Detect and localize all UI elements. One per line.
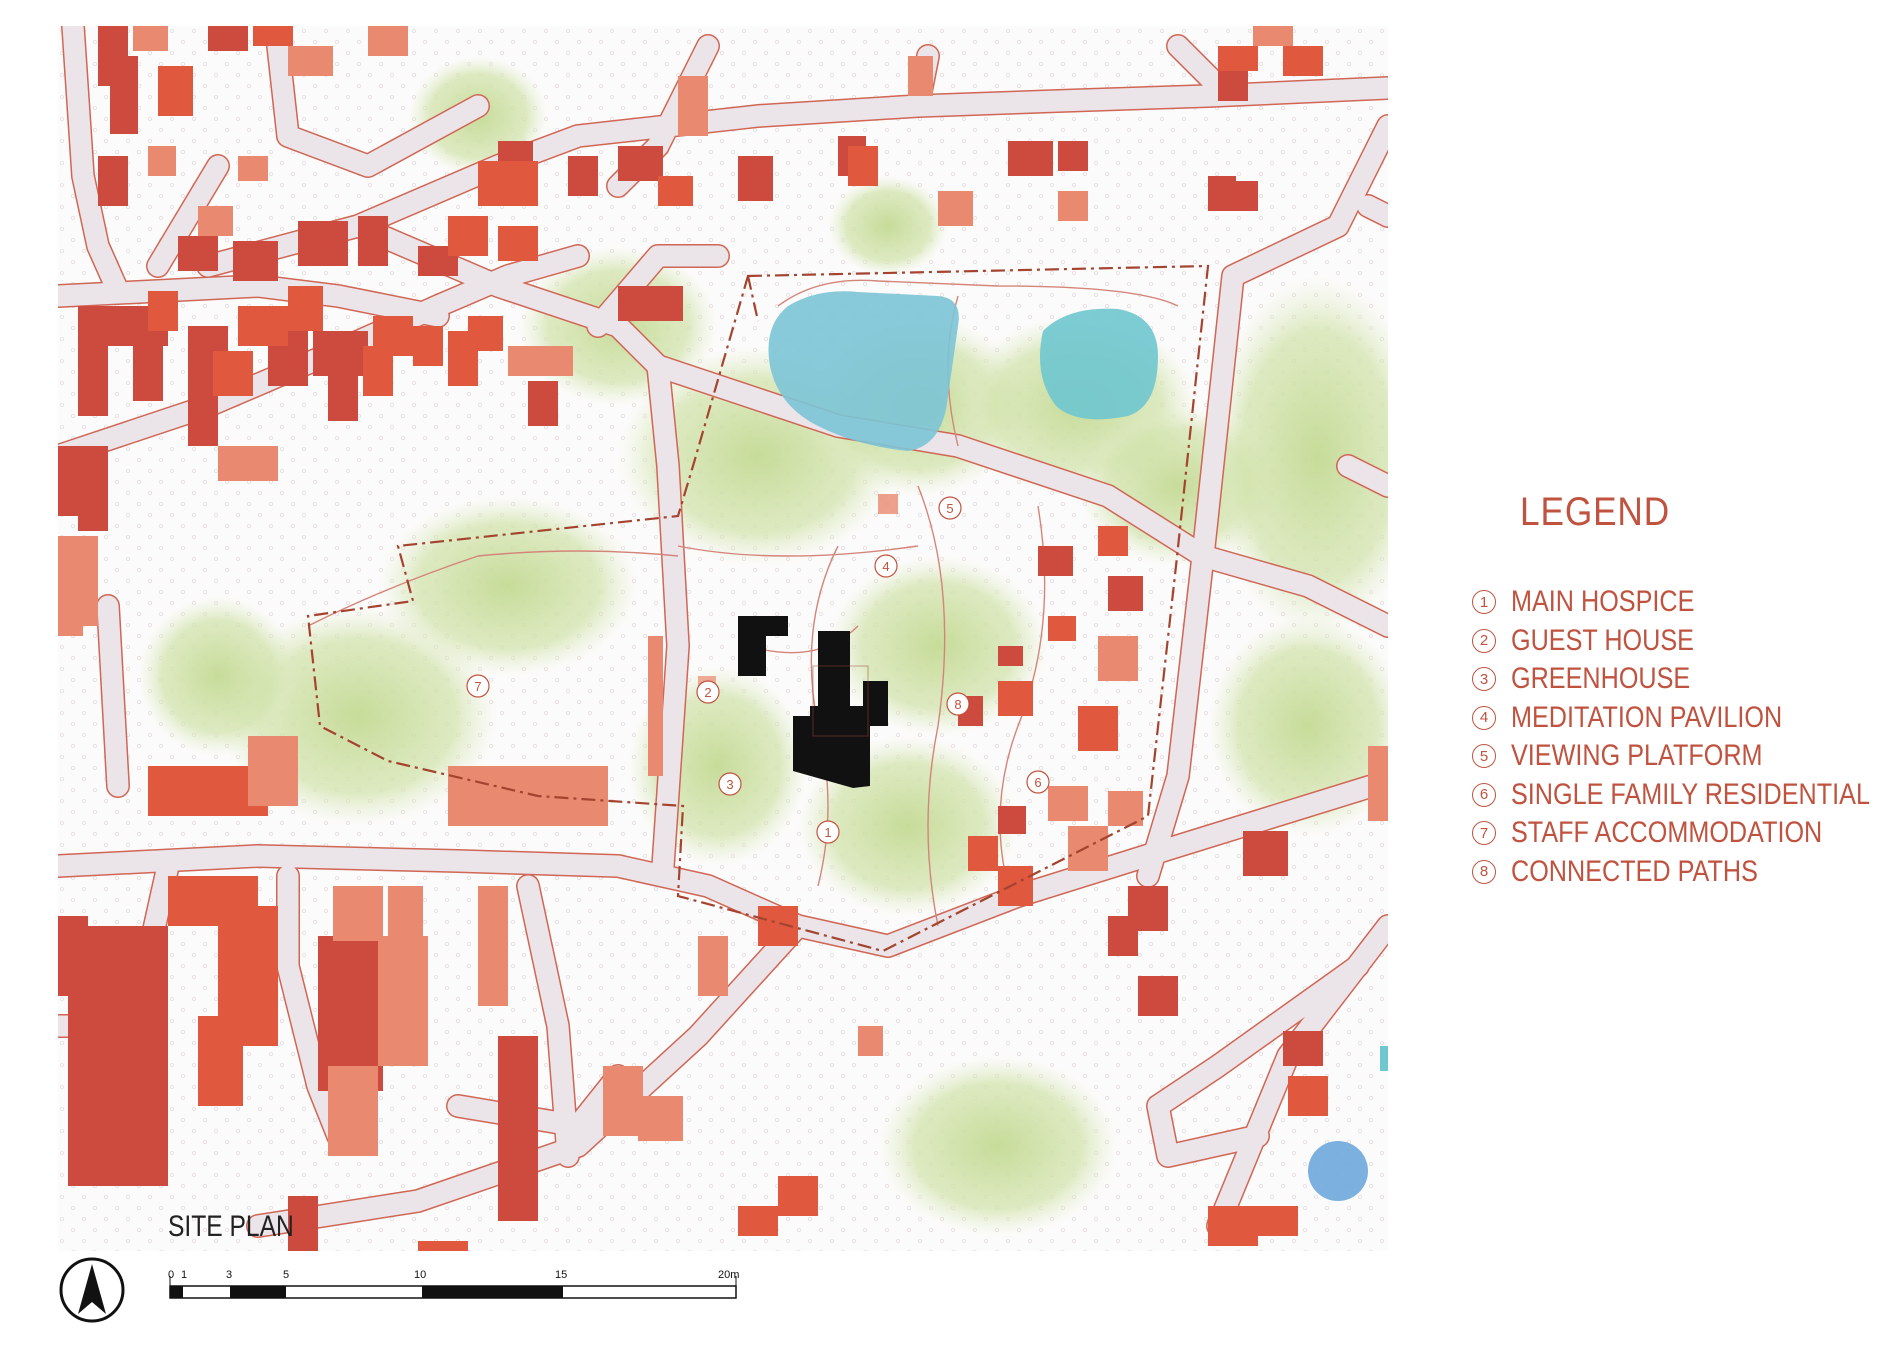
legend-number: 4: [1472, 705, 1496, 730]
hospice-ramp: [812, 665, 869, 737]
svg-text:4: 4: [882, 559, 889, 574]
svg-text:2: 2: [704, 685, 711, 700]
scale-tick-3: 3: [226, 1269, 232, 1281]
marker-7: 7: [466, 674, 490, 698]
legend-item: 4 MEDITATION PAVILION: [1472, 699, 1882, 738]
svg-text:8: 8: [954, 697, 961, 712]
marker-2: 2: [696, 680, 720, 704]
scale-tick-10: 10: [414, 1269, 426, 1281]
legend-number: 2: [1472, 628, 1496, 653]
north-arrow-icon: [58, 1256, 126, 1324]
plan-markers: 1 2 3 4 5 6 7 8: [466, 496, 1050, 844]
marker-3: 3: [718, 772, 742, 796]
legend-label: GREENHOUSE: [1511, 662, 1691, 696]
ponds: [768, 291, 1388, 1201]
pond-small: [1039, 308, 1158, 420]
scale-tick-1: 1: [181, 1269, 187, 1281]
legend-item: 8 CONNECTED PATHS: [1472, 853, 1882, 892]
svg-text:7: 7: [474, 679, 481, 694]
legend-label: SINGLE FAMILY RESIDENTIAL: [1511, 777, 1870, 811]
legend-item: 6 SINGLE FAMILY RESIDENTIAL: [1472, 776, 1882, 815]
legend-label: GUEST HOUSE: [1511, 623, 1694, 657]
marker-5: 5: [938, 496, 962, 520]
legend-label: CONNECTED PATHS: [1511, 854, 1758, 888]
scale-bar: 0 1 3 5 10 15 20m: [166, 1262, 746, 1302]
legend-item: 1 MAIN HOSPICE: [1472, 583, 1882, 622]
legend-item: 3 GREENHOUSE: [1472, 660, 1882, 699]
svg-text:6: 6: [1034, 775, 1041, 790]
marker-6: 6: [1026, 770, 1050, 794]
scale-tick-5: 5: [283, 1269, 289, 1281]
legend-number: 3: [1472, 667, 1496, 692]
site-plan-title: SITE PLAN: [168, 1210, 294, 1243]
scale-tick-20: 20m: [718, 1269, 739, 1281]
marker-1: 1: [816, 820, 840, 844]
pond-round: [1308, 1141, 1368, 1201]
legend-label: MEDITATION PAVILION: [1511, 700, 1783, 734]
site-boundaries: [306, 264, 1210, 953]
legend-number: 6: [1472, 782, 1496, 807]
svg-text:1: 1: [824, 825, 831, 840]
site-plan-map: 1 2 3 4 5 6 7 8: [58, 26, 1388, 1251]
svg-text:3: 3: [726, 777, 733, 792]
legend: LEGEND 1 MAIN HOSPICE 2 GUEST HOUSE 3 GREEN…: [1472, 490, 1882, 891]
legend-label: STAFF ACCOMMODATION: [1511, 816, 1823, 850]
marker-4: 4: [874, 554, 898, 578]
legend-title: LEGEND: [1520, 490, 1671, 534]
pond-large: [768, 291, 959, 451]
scale-tick-15: 15: [555, 1269, 567, 1281]
legend-item: 5 VIEWING PLATFORM: [1472, 737, 1882, 776]
buildings: [58, 26, 1388, 1251]
legend-number: 5: [1472, 744, 1496, 769]
legend-label: MAIN HOSPICE: [1511, 585, 1695, 619]
legend-number: 7: [1472, 821, 1496, 846]
marker-8: 8: [946, 692, 970, 716]
svg-text:5: 5: [946, 501, 953, 516]
main-hospice-building: [738, 616, 888, 788]
legend-number: 8: [1472, 859, 1496, 884]
pond-edge: [1380, 1046, 1388, 1071]
legend-label: VIEWING PLATFORM: [1511, 739, 1763, 773]
legend-item: 2 GUEST HOUSE: [1472, 622, 1882, 661]
legend-number: 1: [1472, 590, 1496, 615]
legend-item: 7 STAFF ACCOMMODATION: [1472, 814, 1882, 853]
scale-tick-0: 0: [168, 1269, 174, 1281]
